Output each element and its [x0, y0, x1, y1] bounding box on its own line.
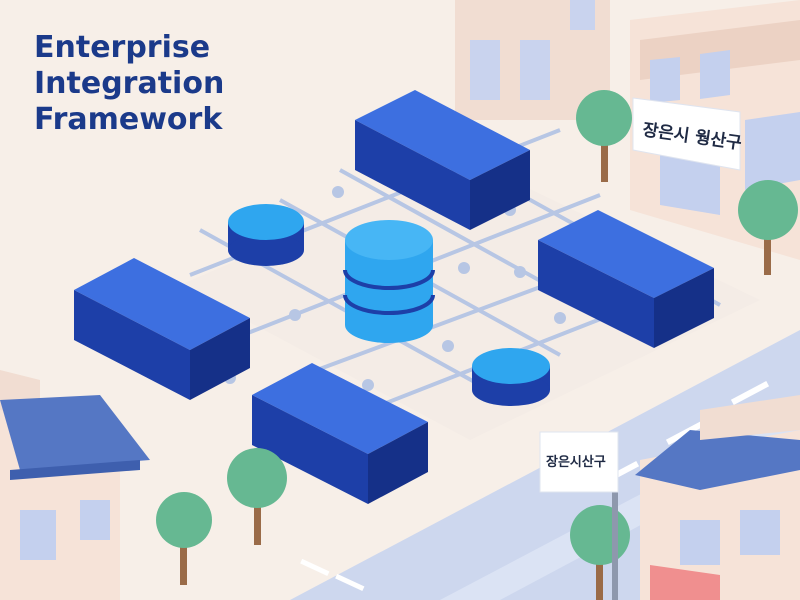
service-block-bottom [252, 363, 428, 504]
building-sign: 장은시 웡산구 [632, 97, 743, 171]
title-line-3: Framework [34, 102, 223, 137]
page-title: Enterprise Integration Framework [34, 30, 224, 138]
street-sign: 장은시산구 [539, 431, 619, 600]
service-block-top [355, 90, 530, 230]
service-block-left [74, 258, 250, 400]
tree-right [738, 180, 798, 275]
tree-top-right [576, 90, 632, 182]
house-bottom-right [635, 395, 800, 600]
house-bottom-left [0, 370, 150, 600]
tree-bottom-left [156, 492, 212, 585]
service-block-right [538, 210, 714, 348]
title-line-1: Enterprise [34, 30, 211, 65]
cache-cylinder-right [472, 348, 550, 406]
central-database-icon [343, 220, 435, 343]
street-sign-text: 장은시산구 [546, 454, 606, 470]
title-line-2: Integration [34, 66, 225, 101]
tree-bottom-center [227, 448, 287, 545]
background-buildings [455, 0, 800, 260]
cache-cylinder-left [228, 204, 304, 266]
